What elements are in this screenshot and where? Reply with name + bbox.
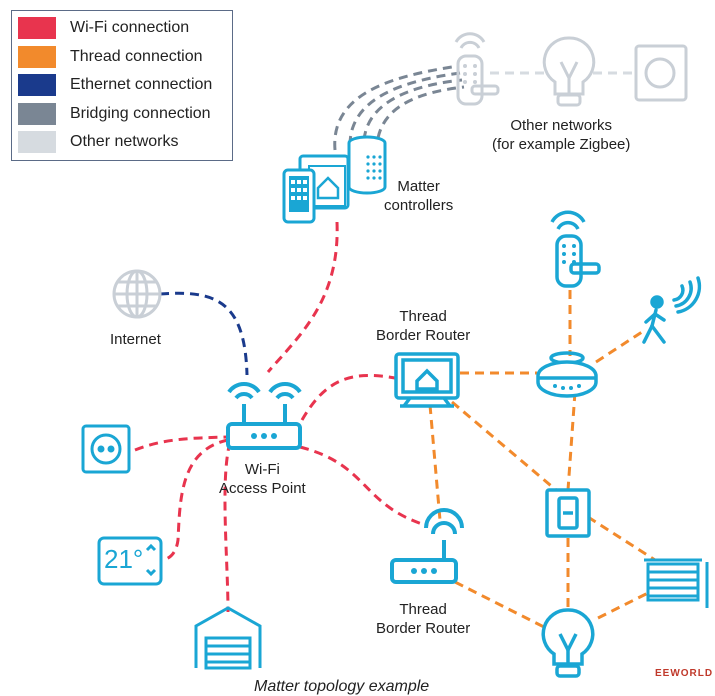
matter-controllers-label-line2: controllers <box>384 197 454 214</box>
other-networks-label: Other networks (for example Zigbee) <box>492 116 630 154</box>
thread-border-router-top-label-line1: Thread <box>399 308 447 325</box>
window-blinds-icon <box>644 558 709 608</box>
thermostat-icon <box>97 536 163 586</box>
thread-border-router-bottom-label-line1: Thread <box>399 601 447 618</box>
faded-socket-icon <box>634 44 688 102</box>
thread-lines <box>428 290 656 630</box>
legend-swatch-ethernet <box>18 74 56 96</box>
legend-item-ethernet: Ethernet connection <box>18 73 212 97</box>
legend-swatch-other <box>18 131 56 153</box>
wifi-access-point-icon <box>226 382 302 450</box>
thread-border-router-top-label: Thread Border Router <box>376 307 470 345</box>
motion-sensor-icon <box>642 276 702 344</box>
thread-border-router-bottom-label: Thread Border Router <box>376 600 470 638</box>
thread-border-router-top-icon <box>394 352 460 408</box>
diagram-caption: Matter topology example <box>254 678 430 695</box>
legend-label: Bridging connection <box>70 105 211 122</box>
thermostat-reading: 21° <box>104 544 144 574</box>
legend-label: Other networks <box>70 133 179 150</box>
legend-swatch-thread <box>18 46 56 68</box>
thread-border-router-bottom-icon <box>390 508 464 584</box>
legend-label: Thread connection <box>70 48 203 65</box>
wifi-access-point-label-line2: Access Point <box>219 480 306 497</box>
other-networks-label-line1: Other networks <box>510 117 613 134</box>
wifi-access-point-label: Wi-Fi Access Point <box>219 460 306 498</box>
bridging-lines <box>333 64 465 151</box>
faded-bulb-icon <box>542 36 596 107</box>
legend-item-wifi: Wi-Fi connection <box>18 16 189 40</box>
legend-swatch-wifi <box>18 17 56 39</box>
smart-lock-icon <box>550 210 601 288</box>
legend-swatch-bridging <box>18 103 56 125</box>
internet-label-text: Internet <box>110 331 161 348</box>
internet-label: Internet <box>110 330 161 349</box>
legend-label: Wi-Fi connection <box>70 19 190 36</box>
thread-border-router-top-label-line2: Border Router <box>376 327 471 344</box>
wifi-access-point-label-line1: Wi-Fi <box>244 461 280 478</box>
legend-item-thread: Thread connection <box>18 45 203 69</box>
faded-lock-icon <box>454 32 500 106</box>
matter-controllers-icon <box>282 135 387 224</box>
internet-globe-icon <box>112 269 162 319</box>
ethernet-line <box>159 291 249 376</box>
watermark-logo: EEWORLD <box>655 668 714 679</box>
legend-label: Ethernet connection <box>70 76 213 93</box>
light-switch-icon <box>545 488 591 538</box>
other-networks-label-line2: (for example Zigbee) <box>492 136 631 153</box>
matter-controllers-label: Matter controllers <box>384 177 453 215</box>
garage-door-icon <box>194 606 262 670</box>
thread-border-router-bottom-label-line2: Border Router <box>376 620 471 637</box>
light-bulb-icon <box>541 608 595 678</box>
legend-item-bridging: Bridging connection <box>18 102 211 126</box>
wifi-lines <box>134 221 429 613</box>
legend-item-other: Other networks <box>18 130 178 154</box>
matter-controllers-label-line1: Matter <box>397 178 440 195</box>
smoke-detector-icon <box>536 351 598 398</box>
legend: Wi-Fi connection Thread connection Ether… <box>11 10 233 161</box>
wall-socket-icon <box>81 424 131 474</box>
